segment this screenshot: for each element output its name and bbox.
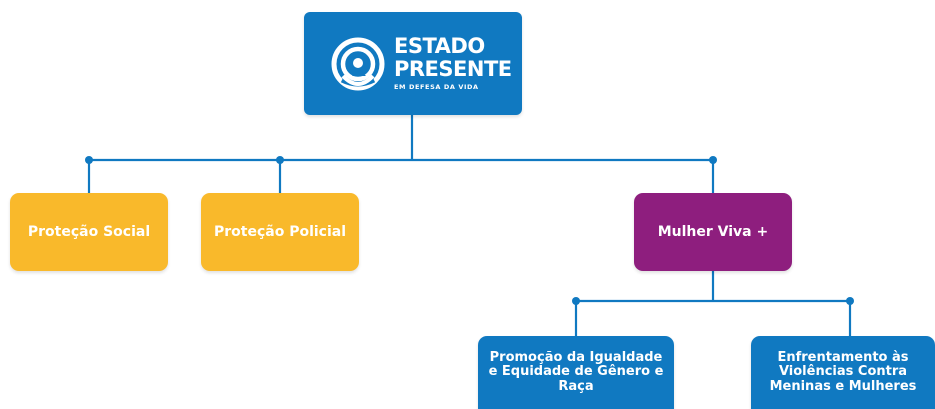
brand-title-line1: ESTADO xyxy=(394,34,485,59)
node-protecao-policial: Proteção Policial xyxy=(201,193,359,271)
node-mulher-viva: Mulher Viva + xyxy=(634,193,792,271)
node-label: Mulher Viva + xyxy=(657,224,769,240)
brand-title-line2: PRESENTE xyxy=(394,57,512,82)
brand-wordmark: ESTADO PRESENTE EM DEFESA DA VIDA xyxy=(394,36,512,91)
root-node-estado-presente: ESTADO PRESENTE EM DEFESA DA VIDA xyxy=(304,12,522,115)
node-promocao-igualdade: Promoção da Igualdade e Equidade de Gêne… xyxy=(478,336,674,409)
junction-dot xyxy=(846,297,854,305)
estado-presente-logo-icon xyxy=(331,37,385,90)
junction-dot xyxy=(572,297,580,305)
node-label: Promoção da Igualdade e Equidade de Gêne… xyxy=(488,350,664,394)
junction-dot xyxy=(276,156,284,164)
junction-dot xyxy=(709,156,717,164)
node-label: Enfrentamento às Violências Contra Menin… xyxy=(769,350,917,394)
node-protecao-social: Proteção Social xyxy=(10,193,168,271)
node-label: Proteção Policial xyxy=(213,224,347,240)
node-enfrentamento-violencias: Enfrentamento às Violências Contra Menin… xyxy=(751,336,935,409)
junction-dot xyxy=(85,156,93,164)
node-label: Proteção Social xyxy=(27,224,151,240)
brand-tagline: EM DEFESA DA VIDA xyxy=(394,83,479,92)
